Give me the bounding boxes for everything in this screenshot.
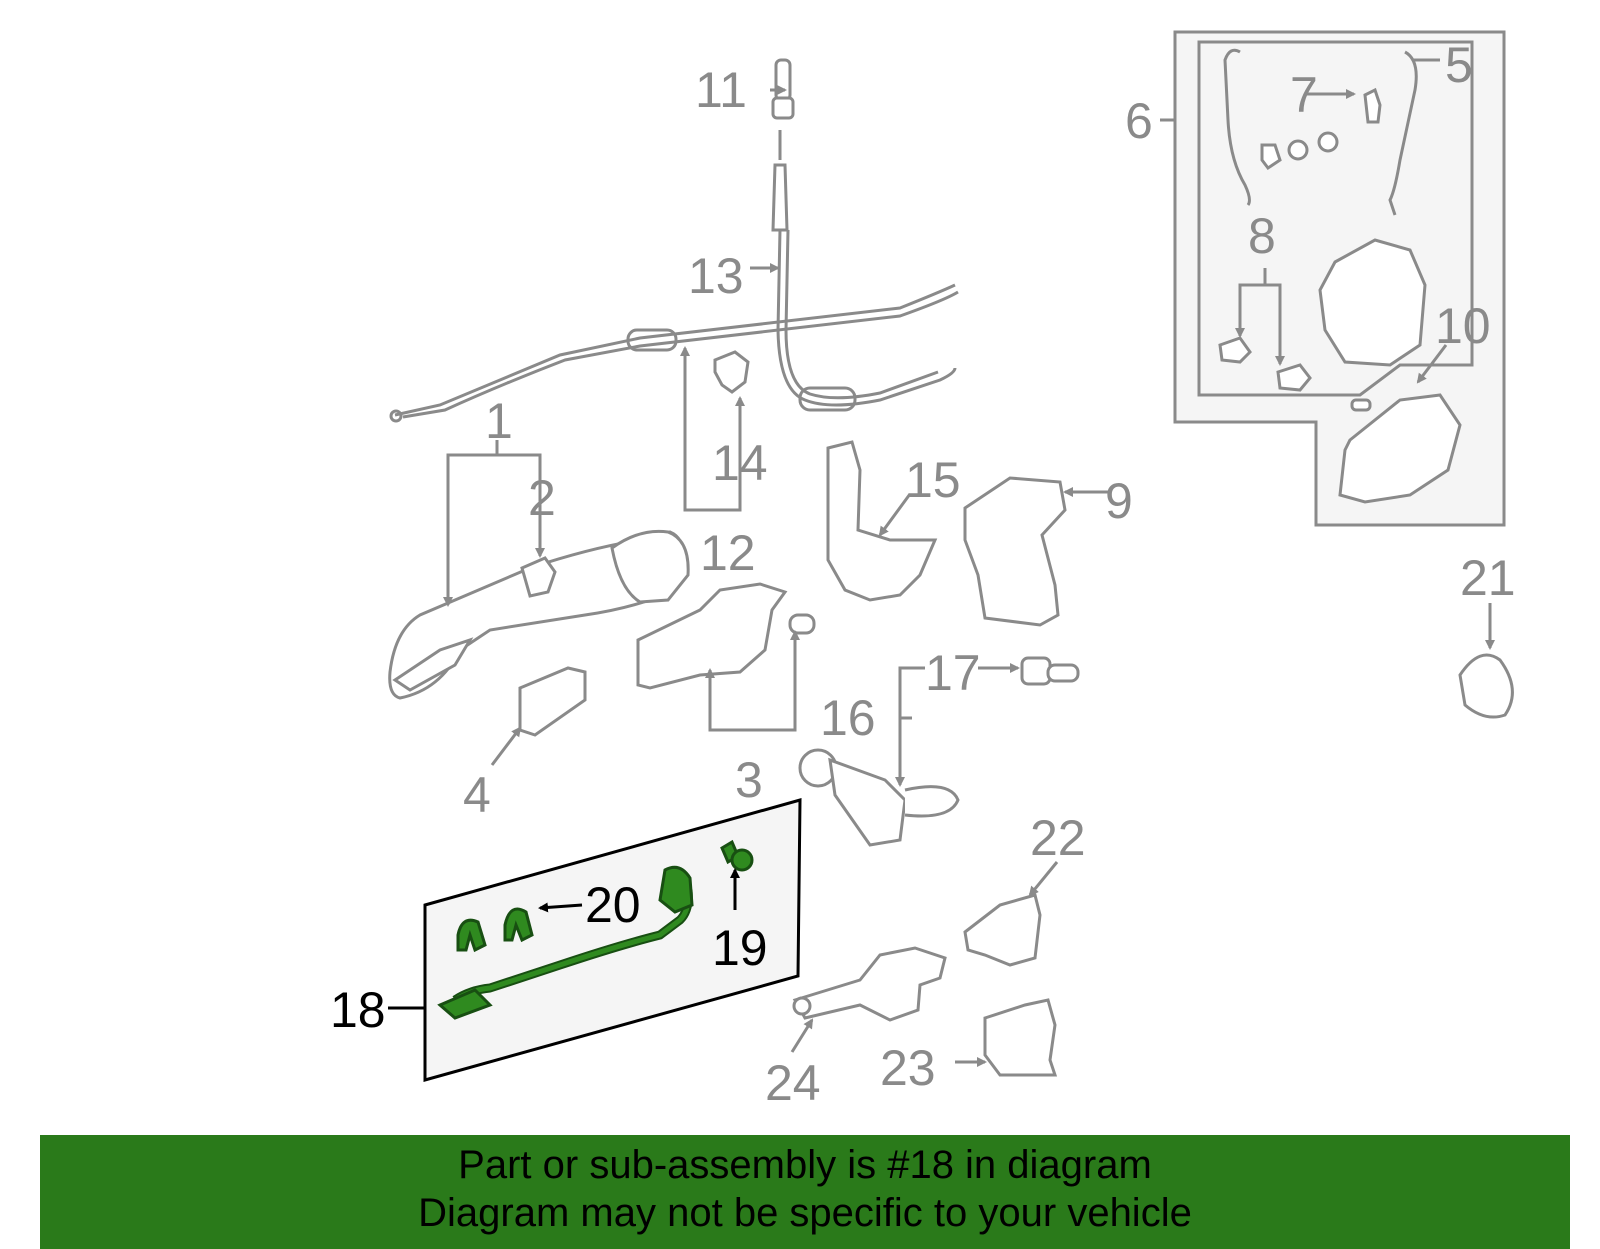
callout-12: 12 bbox=[700, 525, 756, 581]
leader-lines bbox=[443, 58, 1495, 1067]
callout-18: 18 bbox=[330, 982, 386, 1038]
part-9-latch bbox=[963, 476, 1067, 627]
callout-2: 2 bbox=[528, 470, 556, 526]
callout-7: 7 bbox=[1290, 67, 1318, 123]
callout-15: 15 bbox=[905, 452, 961, 508]
highlight-panel-18 bbox=[423, 798, 802, 1082]
banner-line-1: Part or sub-assembly is #18 in diagram bbox=[458, 1143, 1152, 1187]
cable-assembly bbox=[389, 130, 959, 423]
part-4-pad bbox=[518, 666, 587, 737]
part-17-bushing bbox=[1020, 656, 1080, 686]
leader-lines-18 bbox=[388, 868, 740, 1010]
callout-17: 17 bbox=[925, 645, 981, 701]
callout-11: 11 bbox=[695, 62, 747, 118]
part-20-clips bbox=[456, 907, 534, 953]
part-19-screw bbox=[720, 839, 754, 872]
callout-22: 22 bbox=[1030, 810, 1086, 866]
part-23-lock-plate bbox=[983, 998, 1058, 1077]
part-3-frame bbox=[636, 582, 816, 690]
callout-14: 14 bbox=[712, 435, 768, 491]
part-2-cap bbox=[520, 556, 557, 598]
part-16-lock-cylinder bbox=[798, 748, 960, 847]
part-22-plate bbox=[963, 893, 1042, 967]
info-banner: Part or sub-assembly is #18 in diagram D… bbox=[40, 1135, 1570, 1249]
part-1-handle bbox=[388, 529, 690, 700]
callout-1: 1 bbox=[485, 393, 513, 449]
callout-6: 6 bbox=[1125, 93, 1153, 149]
callout-23: 23 bbox=[880, 1040, 936, 1096]
banner-line-2: Diagram may not be specific to your vehi… bbox=[418, 1191, 1192, 1235]
callout-13: 13 bbox=[688, 248, 744, 304]
callout-labels: 11 13 1 14 2 12 15 9 6 5 7 8 10 17 16 3 … bbox=[463, 37, 1516, 1111]
callout-5: 5 bbox=[1445, 37, 1473, 93]
callout-16: 16 bbox=[820, 690, 876, 746]
callout-24: 24 bbox=[765, 1055, 821, 1111]
part-21-striker bbox=[1458, 653, 1514, 719]
callout-19: 19 bbox=[712, 920, 768, 976]
part-14-clip bbox=[713, 350, 750, 394]
part-18-handle-rod bbox=[437, 865, 694, 1020]
callout-21: 21 bbox=[1460, 550, 1516, 606]
callout-8: 8 bbox=[1248, 208, 1276, 264]
callout-4: 4 bbox=[463, 767, 491, 823]
part-15-bracket bbox=[826, 440, 938, 602]
callout-20: 20 bbox=[585, 877, 641, 933]
callout-10: 10 bbox=[1435, 298, 1491, 354]
callout-9: 9 bbox=[1105, 473, 1133, 529]
inset-parts bbox=[1218, 48, 1462, 504]
part-24-door-check bbox=[792, 946, 947, 1022]
callout-labels-highlight: 18 20 19 bbox=[330, 877, 768, 1038]
callout-3: 3 bbox=[735, 752, 763, 808]
